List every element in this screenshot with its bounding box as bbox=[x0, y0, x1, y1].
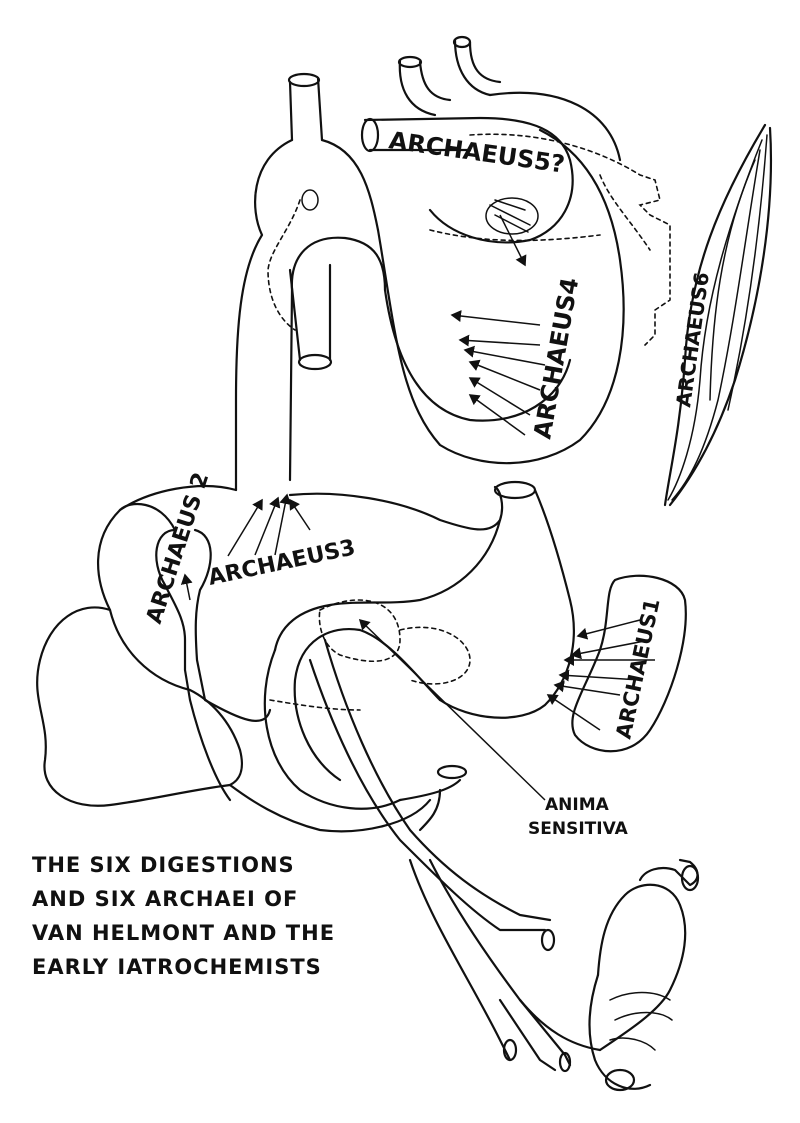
archaeus4-arrows bbox=[450, 214, 546, 436]
anima-sensitiva-arrow bbox=[358, 618, 546, 801]
label-archaeus3: ARCHAEUS3 bbox=[206, 535, 358, 591]
muscle-drawing bbox=[663, 123, 773, 507]
archaeus3-arrows bbox=[180, 493, 311, 601]
digestive-drawing bbox=[36, 480, 700, 1092]
heart-drawing bbox=[234, 35, 671, 492]
label-anima: ANIMA bbox=[545, 795, 610, 815]
label-archaeus6: ARCHAEUS6 bbox=[671, 271, 714, 409]
label-archaeus2: ARCHAEUS 2 bbox=[142, 470, 214, 627]
label-archaeus5: ARCHAEUS5? bbox=[387, 126, 566, 178]
archaeus-labels: ARCHAEUS5? ARCHAEUS4 ARCHAEUS6 ARCHAEUS … bbox=[142, 126, 714, 839]
label-sensitiva: SENSITIVA bbox=[528, 819, 629, 839]
diagram-caption: THE SIX DIGESTIONS AND SIX ARCHAEI OF VA… bbox=[32, 853, 336, 979]
label-archaeus4: ARCHAEUS4 bbox=[528, 275, 584, 441]
archaeus1-arrows bbox=[546, 619, 655, 731]
